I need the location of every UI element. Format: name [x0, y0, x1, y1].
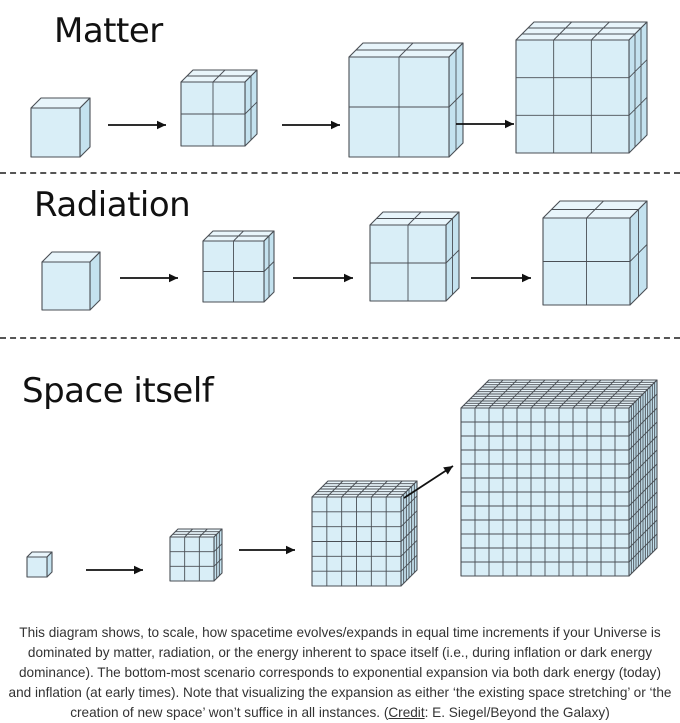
cube-drawing	[26, 21, 658, 587]
arrow-icon	[282, 120, 340, 130]
arrow-icon	[293, 273, 353, 283]
cube-front-face	[30, 107, 81, 158]
section-divider	[0, 172, 680, 174]
cube-space-3	[311, 480, 418, 587]
cube-front-face	[26, 556, 48, 578]
cube-radiation-1	[41, 251, 101, 311]
cube-side-face	[79, 97, 91, 158]
cube-front-face	[41, 261, 91, 311]
cube-side-face	[89, 251, 101, 311]
section-title-radiation: Radiation	[34, 185, 191, 225]
expansion-diagram: Matter Radiation Space itself	[0, 11, 680, 587]
cube-top-face	[169, 528, 223, 538]
cube-radiation-2	[202, 230, 275, 303]
cube-matter-3	[348, 42, 464, 158]
cube-front-face	[169, 536, 215, 582]
arrow-icon	[456, 119, 514, 129]
cube-side-face	[213, 528, 223, 582]
cube-space-2	[169, 528, 223, 582]
cube-side-face	[628, 21, 648, 154]
cube-matter-2	[180, 69, 258, 147]
section-title-matter: Matter	[54, 11, 163, 51]
cube-space-4	[460, 379, 658, 577]
section-title-space: Space itself	[22, 371, 214, 411]
arrow-icon	[120, 273, 178, 283]
cube-radiation-3	[369, 211, 460, 302]
figure-caption: This diagram shows, to scale, how spacet…	[8, 623, 672, 723]
caption-credit-source: : E. Siegel/Beyond the Galaxy)	[424, 705, 610, 720]
caption-text: This diagram shows, to scale, how spacet…	[8, 625, 672, 720]
cube-matter-1	[30, 97, 91, 158]
arrow-icon	[108, 120, 166, 130]
arrow-icon	[86, 565, 143, 575]
cube-radiation-4	[542, 200, 648, 306]
arrow-icon	[471, 273, 531, 283]
cube-matter-4	[515, 21, 648, 154]
cube-front-face	[515, 39, 630, 154]
cube-side-face	[46, 551, 53, 578]
arrow-icon	[239, 545, 295, 555]
cube-space-1	[26, 551, 53, 578]
cube-top-face	[515, 21, 648, 41]
credit-link[interactable]: Credit	[388, 705, 425, 720]
arrow-icon	[403, 465, 454, 499]
section-divider	[0, 337, 680, 339]
